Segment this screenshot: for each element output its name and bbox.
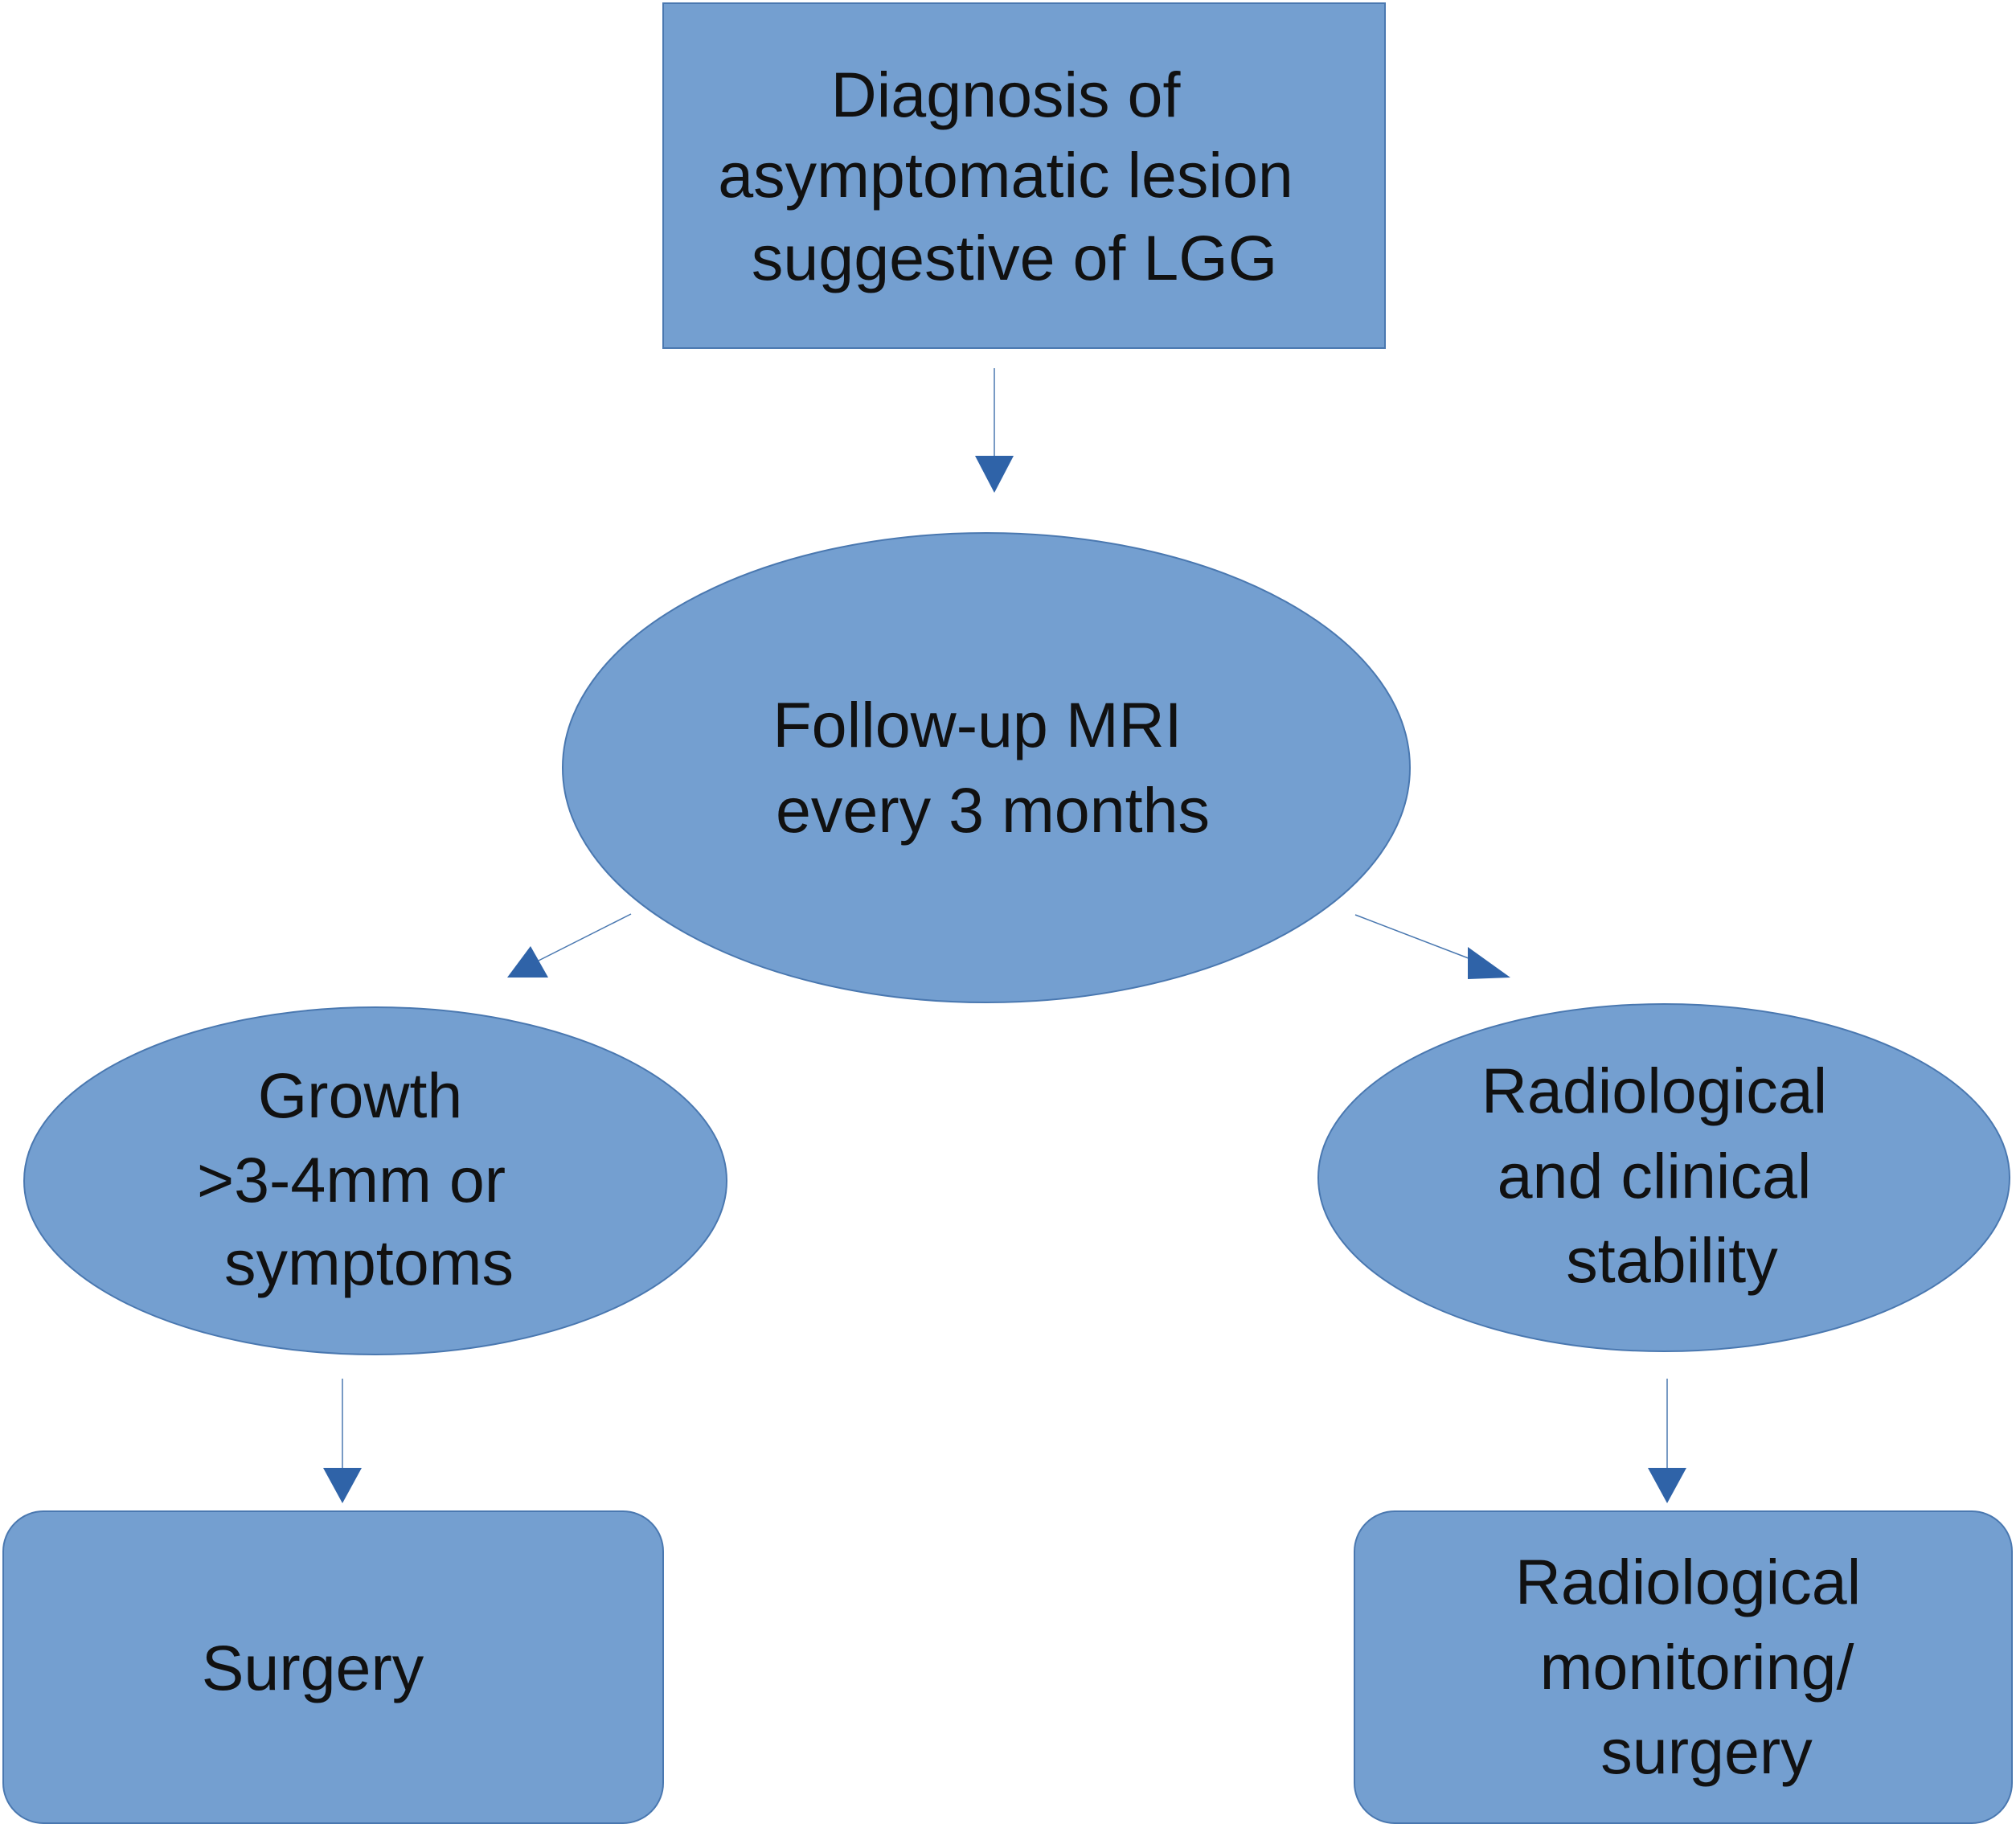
node-growth-ellipse <box>23 1006 727 1355</box>
arrowhead-icon <box>1648 1468 1686 1503</box>
node-surgery-line-1: Surgery <box>202 1632 424 1703</box>
node-followup-ellipse <box>562 532 1411 1003</box>
node-stability-line-1: Radiological <box>1481 1055 1827 1126</box>
node-followup-line-1: Follow-up MRI <box>772 689 1182 760</box>
node-stability-ellipse <box>1317 1003 2010 1352</box>
node-monitoring-box <box>1354 1510 2013 1824</box>
edge-followup-to-stability <box>1354 914 1510 979</box>
node-diagnosis: Diagnosis of asymptomatic lesion suggest… <box>662 2 1386 349</box>
node-growth-line-2: >3-4mm or <box>197 1144 506 1215</box>
node-stability-line-3: stability <box>1566 1224 1778 1296</box>
node-surgery-box <box>2 1510 664 1824</box>
svg-text:Radiological and clinica: Radiological and clinical stability <box>1481 1055 1845 1296</box>
node-stability-line-2: and clinical <box>1498 1140 1812 1211</box>
arrowhead-icon <box>507 946 548 978</box>
node-diagnosis-box <box>662 2 1386 349</box>
node-growth-line-1: Growth <box>258 1060 463 1131</box>
edge-stability-to-monitoring <box>1648 1379 1686 1503</box>
arrowhead-icon <box>975 456 1014 493</box>
svg-text:Follow-up MRI every 3 mo: Follow-up MRI every 3 months <box>772 689 1210 846</box>
node-diagnosis-line-1: Diagnosis of <box>831 59 1182 130</box>
node-surgery: Surgery <box>2 1510 664 1824</box>
node-followup-line-2: every 3 months <box>776 774 1210 846</box>
node-diagnosis-line-3: suggestive of LGG <box>752 222 1277 293</box>
node-monitoring-line-2: monitoring/ <box>1540 1631 1854 1703</box>
edge-line <box>538 913 632 961</box>
edge-line <box>1354 914 1473 961</box>
node-diagnosis-line-2: asymptomatic lesion <box>718 139 1293 211</box>
node-followup: Follow-up MRI every 3 months <box>562 532 1411 1003</box>
node-growth-line-3: symptoms <box>224 1227 514 1298</box>
edge-followup-to-growth <box>507 913 632 978</box>
node-stability: Radiological and clinical stability <box>1317 1003 2010 1352</box>
arrowhead-icon <box>1468 947 1510 979</box>
node-monitoring-line-3: surgery <box>1600 1715 1813 1787</box>
edge-growth-to-surgery <box>323 1379 362 1503</box>
arrowhead-icon <box>323 1468 362 1503</box>
node-monitoring: Radiological monitoring/ surgery <box>1354 1510 2013 1824</box>
svg-text:Radiological monitoring/: Radiological monitoring/ surgery <box>1515 1546 1879 1787</box>
svg-text:Surgery: Surgery <box>202 1632 424 1703</box>
edge-diagnosis-to-followup <box>975 368 1014 493</box>
svg-text:Diagnosis of asymptomati: Diagnosis of asymptomatic lesion suggest… <box>718 59 1311 293</box>
node-monitoring-line-1: Radiological <box>1515 1546 1861 1617</box>
node-growth: Growth >3-4mm or symptoms <box>23 1006 727 1355</box>
svg-text:Growth >3-4mm or s: Growth >3-4mm or symptoms <box>197 1060 523 1298</box>
